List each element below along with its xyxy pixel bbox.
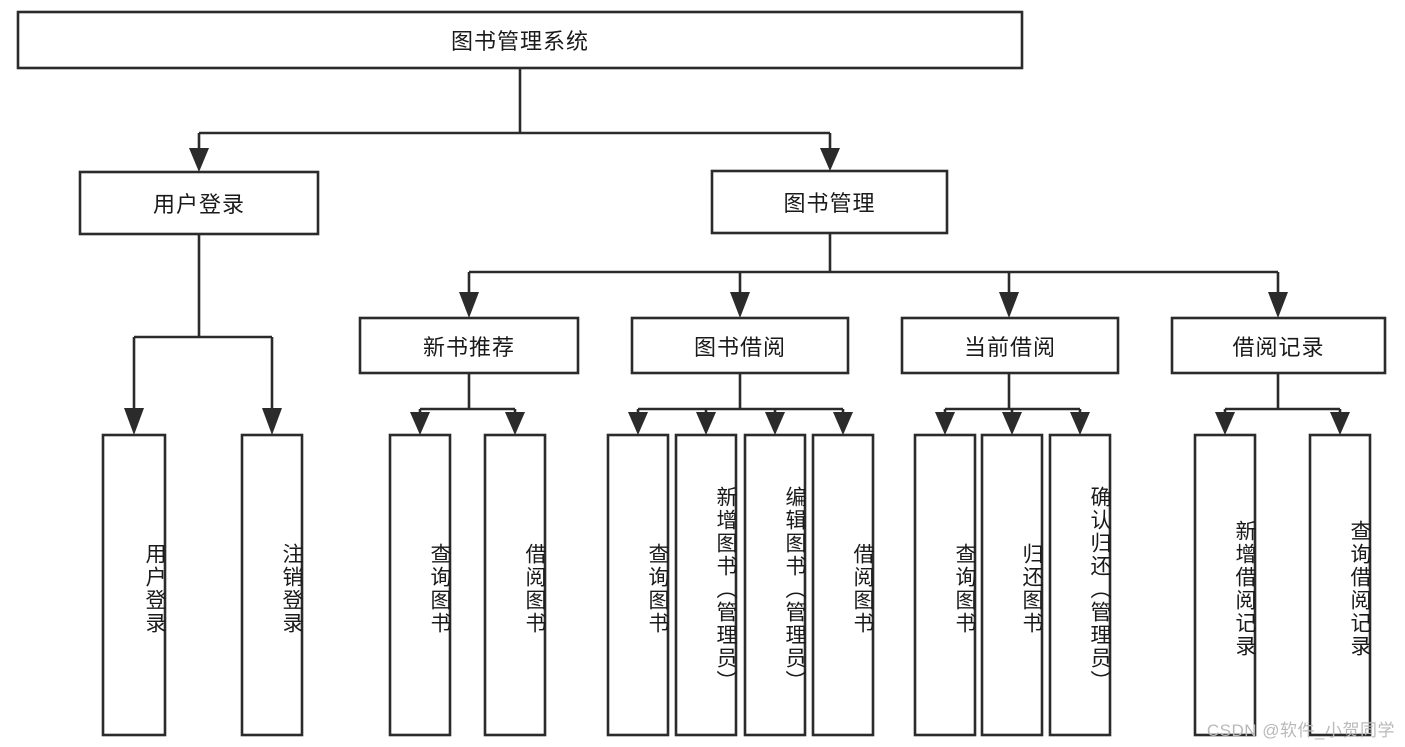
arrow-head-newbook	[459, 292, 479, 318]
connector-group-newbook	[410, 373, 525, 435]
connector-group-bookmgmt	[459, 233, 1288, 318]
leaf-box-confirm-return-admin[interactable]	[1048, 433, 1112, 737]
node-box-borrow-record[interactable]	[1170, 316, 1387, 375]
arrow-head-borrowbook-leaf-1	[628, 412, 648, 435]
leaf-box-edit-book-admin[interactable]	[743, 433, 807, 737]
connector-group-borrowrecord	[1215, 373, 1350, 435]
leaf-box-logout[interactable]	[240, 433, 304, 737]
node-box-new-book-recommend[interactable]	[358, 316, 580, 375]
leaf-box-add-book-admin[interactable]	[674, 433, 738, 737]
arrow-head-borrowrecord-leaf-2	[1330, 412, 1350, 435]
leaf-box-query-book-1[interactable]	[388, 433, 452, 737]
connector-group-login	[124, 234, 282, 435]
arrow-head-borrowbook-leaf-4	[833, 412, 853, 435]
arrow-head-borrowbook-leaf-2	[696, 412, 716, 435]
leaf-box-user-login[interactable]	[101, 433, 167, 737]
arrow-head-borrowbook-leaf-3	[765, 412, 785, 435]
arrow-head-login	[189, 148, 209, 172]
arrow-head-borrowbook	[730, 292, 750, 318]
node-box-user-login[interactable]	[78, 170, 320, 236]
leaf-box-borrow-book-2[interactable]	[811, 433, 875, 737]
connector-group-currentborrow	[935, 373, 1090, 435]
arrow-head-currentborrow-leaf-3	[1070, 412, 1090, 435]
leaf-box-return-book[interactable]	[980, 433, 1044, 737]
watermark-text: CSDN @软件_小贺同学	[1206, 721, 1395, 740]
leaf-box-query-book-2[interactable]	[606, 433, 670, 737]
arrow-head-currentborrow-leaf-1	[935, 412, 955, 435]
node-box-current-borrow[interactable]	[900, 316, 1120, 375]
connector-group-root	[189, 68, 840, 172]
node-box-book-borrow[interactable]	[630, 316, 850, 375]
arrow-head-leaf-logout	[262, 408, 282, 435]
arrow-head-currentborrow-leaf-2	[1002, 412, 1022, 435]
leaf-box-query-borrow-record[interactable]	[1308, 433, 1372, 737]
connector-group-borrowbook	[628, 373, 853, 435]
arrow-head-bookmgmt	[820, 148, 840, 171]
arrow-head-leaf-user-login	[124, 408, 144, 435]
arrow-head-newbook-leaf-1	[410, 412, 430, 435]
node-box-root[interactable]	[16, 10, 1024, 70]
arrow-head-borrowrecord-leaf-1	[1215, 412, 1235, 435]
node-box-book-management[interactable]	[710, 169, 949, 235]
leaf-box-borrow-book-1[interactable]	[483, 433, 547, 737]
leaf-box-add-borrow-record[interactable]	[1193, 433, 1257, 737]
arrow-head-currentborrow	[999, 292, 1019, 318]
arrow-head-newbook-leaf-2	[505, 412, 525, 435]
arrow-head-borrowrecord	[1268, 292, 1288, 318]
leaf-box-query-book-3[interactable]	[913, 433, 977, 737]
